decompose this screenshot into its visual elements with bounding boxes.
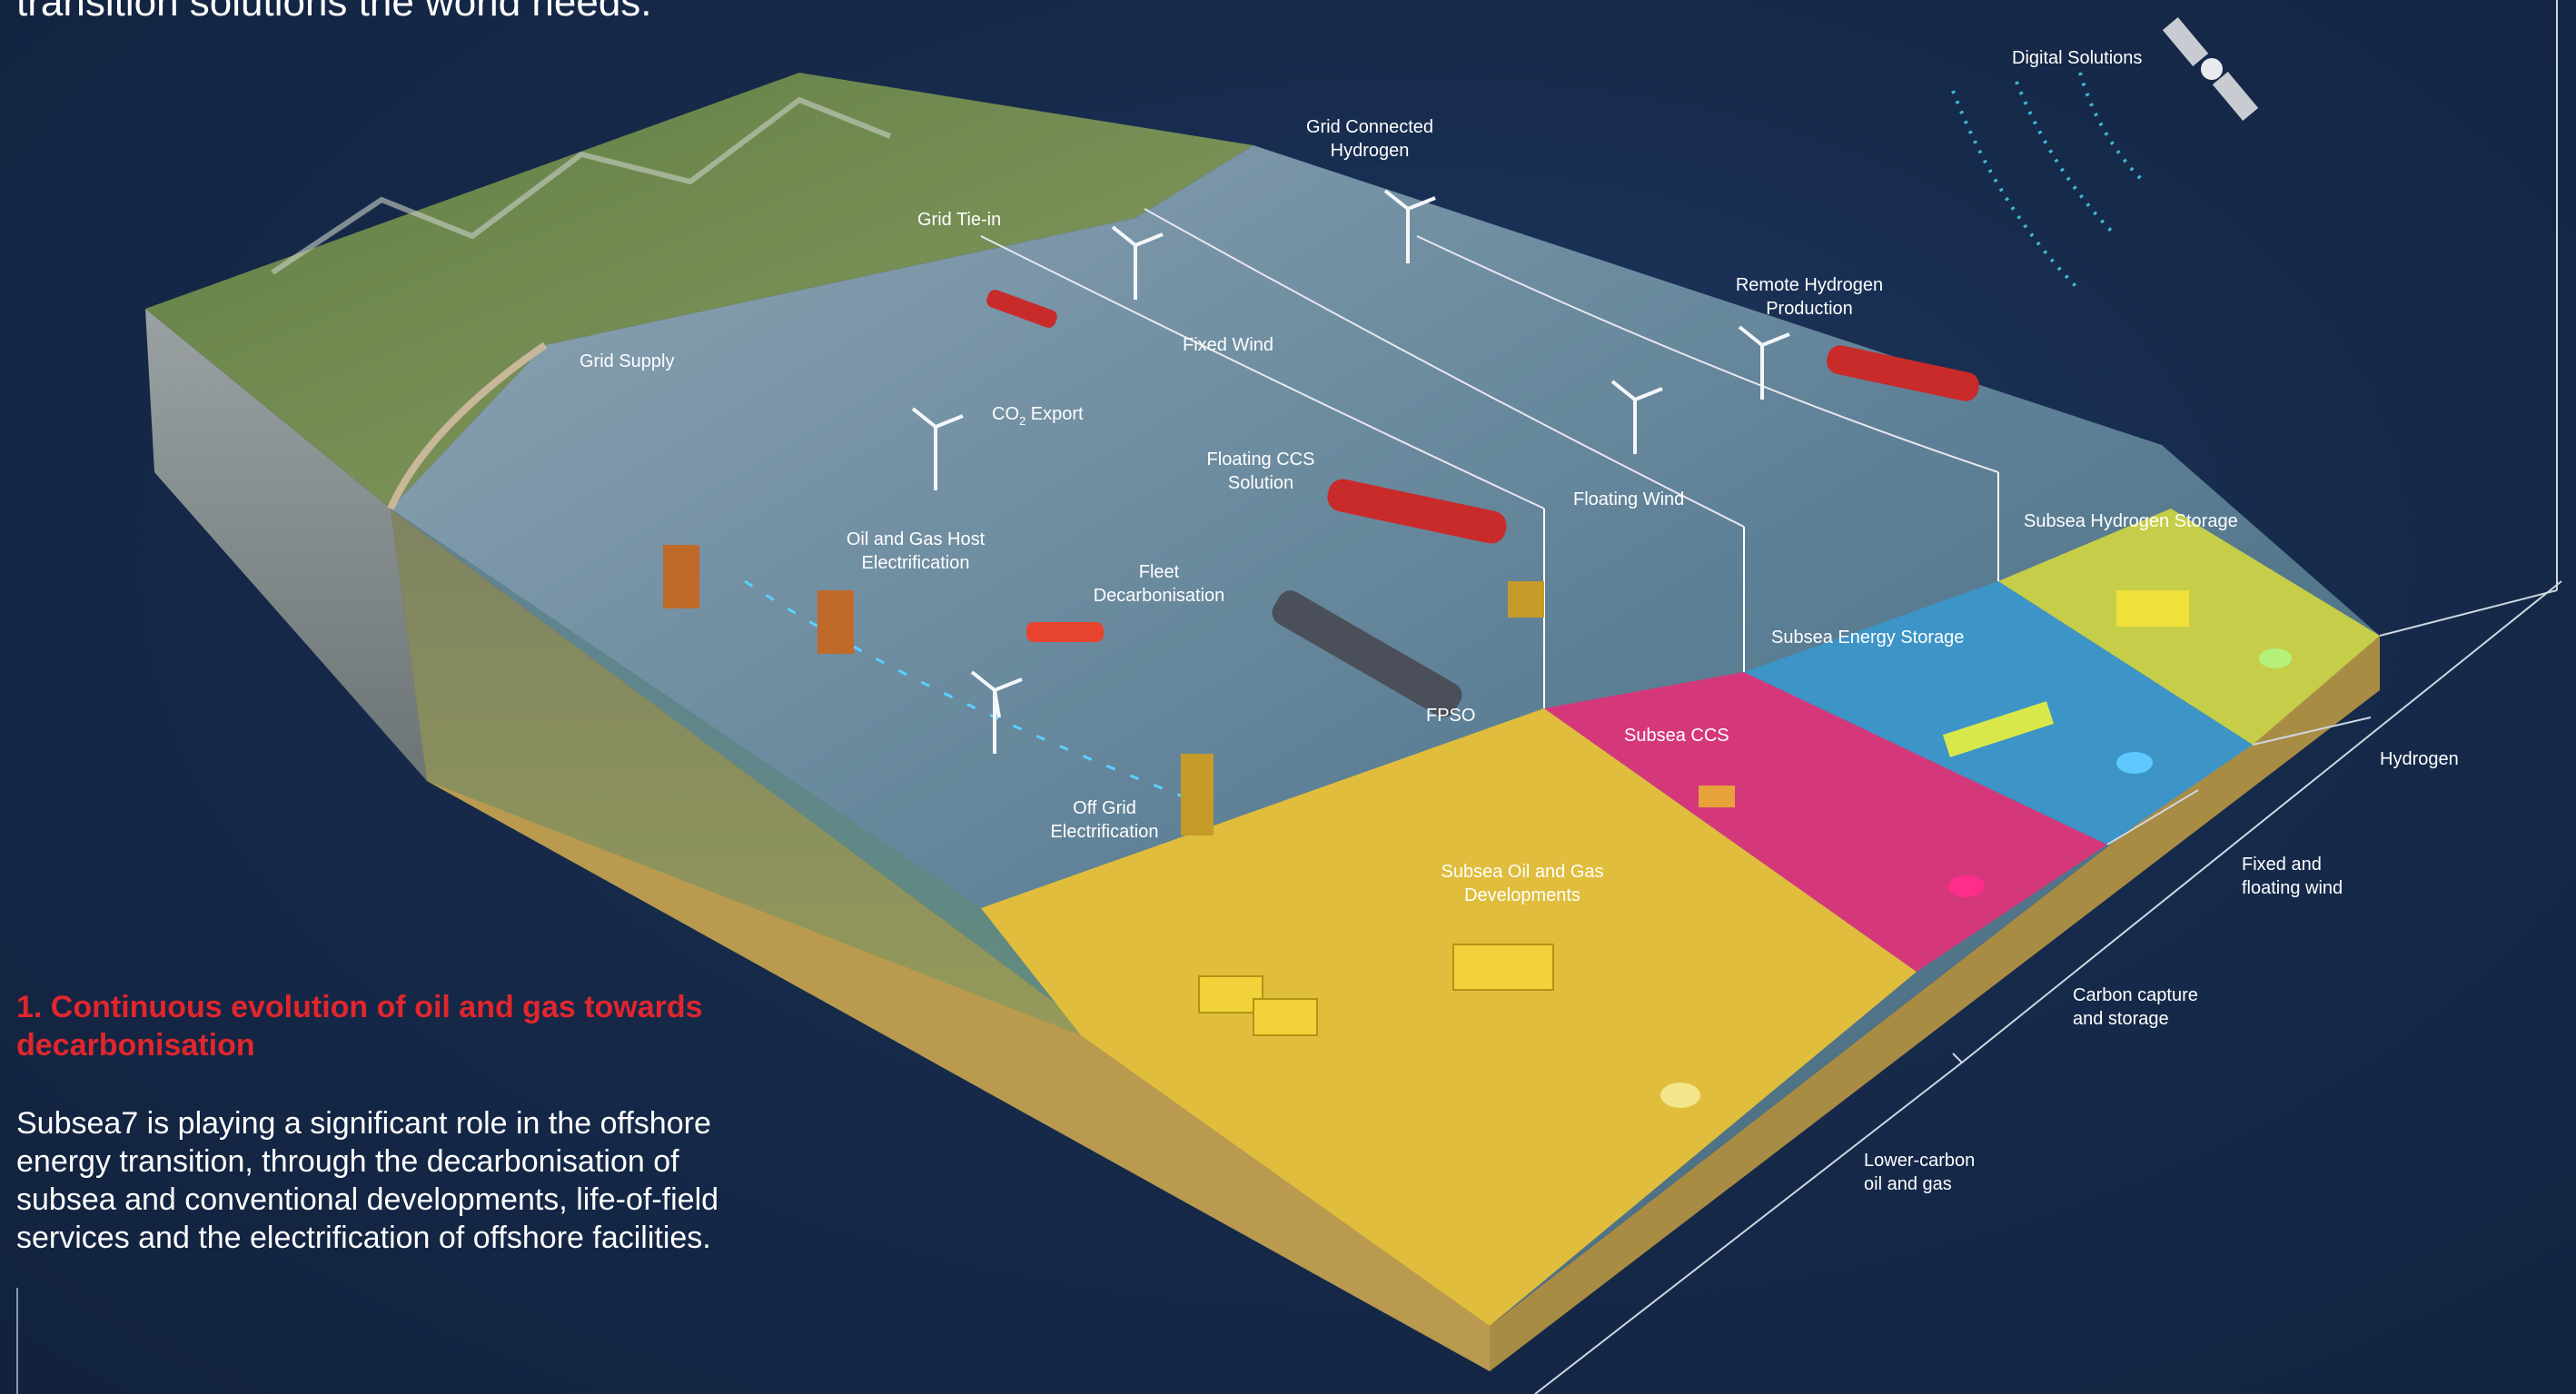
label-off-grid-electrification-2: Electrification	[1051, 822, 1159, 842]
energy-storage-unit	[1942, 701, 2055, 757]
seabed-side-right	[1490, 636, 2380, 1371]
zone-axis-line	[1534, 580, 2562, 1394]
intro-text: transition solutions the world needs.	[16, 0, 652, 25]
subsea-module	[1198, 975, 1263, 1013]
label-floating-ccs: Floating CCS	[1207, 450, 1315, 470]
zone-lower-carbon-oil-gas	[981, 708, 1917, 1326]
oil-gas-marker	[1660, 1083, 1700, 1108]
ccs-manifold	[1699, 786, 1735, 807]
zone-tick-hydrogen	[2379, 589, 2558, 637]
zone-label-oil-gas: Lower-carbon	[1864, 1151, 1975, 1171]
zone-tick-wind	[2252, 717, 2372, 746]
zone-tick-ccs	[2106, 789, 2199, 845]
route-line	[1416, 235, 1999, 473]
water-column	[391, 509, 1081, 1035]
label-fixed-wind: Fixed Wind	[1183, 335, 1273, 355]
support-vessel	[1026, 622, 1104, 642]
label-subsea-oil-gas: Subsea Oil and Gas	[1442, 862, 1604, 882]
coastal-land	[145, 73, 1253, 509]
subsea-module	[1253, 998, 1318, 1036]
zone-fixed-floating-wind	[1744, 581, 2253, 845]
ccs-marker	[1948, 875, 1985, 897]
zone-label-ccs: Carbon capture	[2073, 985, 2198, 1005]
wind-turbines	[911, 189, 1790, 754]
label-floating-ccs-2: Solution	[1228, 473, 1293, 493]
hydrogen-storage-unit	[2116, 590, 2189, 627]
off-grid-platform	[1181, 754, 1214, 835]
mountain-ridge	[271, 96, 892, 275]
label-digital-solutions: Digital Solutions	[2012, 48, 2142, 68]
label-subsea-ccs: Subsea CCS	[1624, 726, 1729, 746]
rock-cliff-side	[145, 309, 427, 781]
sea-surface	[391, 145, 2380, 1326]
label-fpso: FPSO	[1426, 706, 1475, 726]
fpso-vessel	[1272, 590, 1462, 717]
label-subsea-oil-gas-2: Developments	[1464, 885, 1580, 905]
satellite-icon	[2162, 17, 2259, 121]
label-co2-export: CO2 Export	[992, 404, 1084, 428]
co2-carrier-ship	[1327, 479, 1507, 544]
floating-ccs-platform	[1508, 581, 1544, 618]
power-cable	[744, 579, 1191, 801]
route-line	[980, 235, 1545, 509]
hydrogen-marker	[2259, 648, 2292, 668]
label-oil-gas-host-2: Electrification	[862, 553, 970, 573]
label-subsea-hydrogen-storage: Subsea Hydrogen Storage	[2024, 511, 2238, 531]
label-oil-gas-host: Oil and Gas Host	[847, 529, 986, 549]
label-subsea-energy-storage: Subsea Energy Storage	[1771, 628, 1964, 648]
signal-waves	[1951, 72, 2145, 292]
subsea-manifold	[1452, 944, 1554, 991]
oil-platform	[817, 590, 854, 654]
label-grid-tie-in: Grid Tie-in	[917, 210, 1001, 230]
label-fleet-decarbonisation: Fleet	[1139, 562, 1180, 582]
label-remote-hydrogen-2: Production	[1766, 299, 1853, 319]
label-grid-connected-hydrogen: Grid Connected	[1306, 117, 1433, 137]
label-grid-supply: Grid Supply	[580, 351, 675, 371]
shoreline	[387, 341, 548, 510]
oil-platform	[663, 545, 699, 608]
label-floating-wind: Floating Wind	[1573, 489, 1684, 509]
lng-carrier	[986, 290, 1057, 328]
zone-label-wind-2: floating wind	[2242, 878, 2343, 898]
wind-marker	[2116, 752, 2153, 774]
label-fleet-decarbonisation-2: Decarbonisation	[1094, 586, 1225, 606]
label-off-grid-electrification: Off Grid	[1073, 798, 1136, 818]
zone-label-ccs-2: and storage	[2073, 1009, 2169, 1029]
vertical-rule	[16, 1288, 18, 1394]
route-line	[1144, 208, 1745, 528]
zone-label-hydrogen: Hydrogen	[2380, 749, 2459, 769]
zone-label-wind: Fixed and	[2242, 855, 2322, 875]
section-title: 1. Continuous evolution of oil and gas t…	[16, 990, 703, 1063]
label-grid-connected-hydrogen-2: Hydrogen	[1331, 141, 1410, 161]
label-remote-hydrogen: Remote Hydrogen	[1736, 275, 1883, 295]
hydrogen-carrier-ship	[1827, 345, 1979, 401]
zone-label-oil-gas-2: oil and gas	[1864, 1174, 1952, 1194]
section-body: Subsea7 is playing a significant role in…	[16, 1106, 719, 1255]
